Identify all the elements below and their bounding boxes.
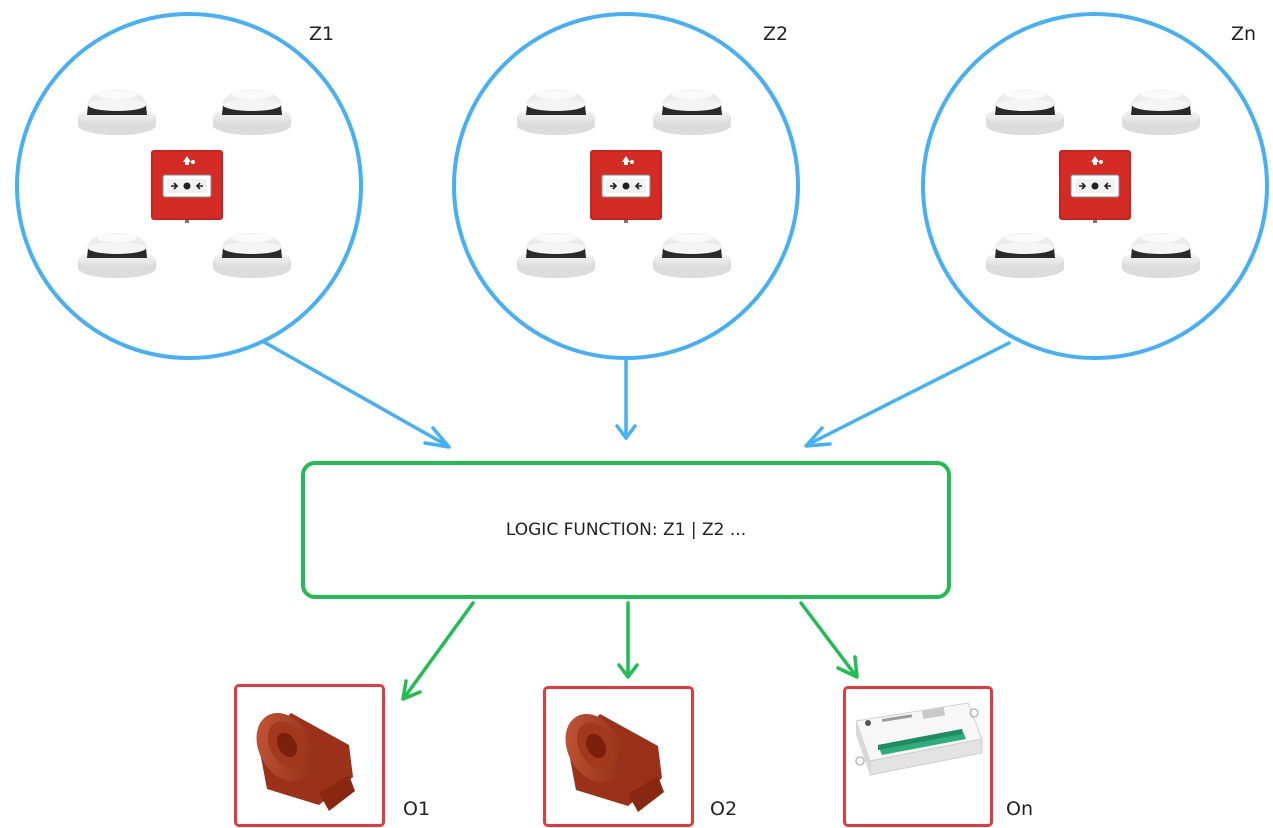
smoke-detector-icon [517, 90, 595, 135]
zone-label-zn: Zn [1231, 23, 1257, 45]
output-label-o2: O2 [710, 798, 738, 820]
output-box-on [843, 686, 993, 827]
smoke-detector-icon [213, 90, 291, 135]
smoke-detector-icon [78, 233, 156, 278]
output-label-on: On [1006, 798, 1033, 820]
sounder-icon [554, 704, 664, 812]
zone-circle-zn [921, 12, 1269, 360]
logic-function-box: LOGIC FUNCTION: Z1 | Z2 ... [301, 461, 951, 599]
relay-module-icon [855, 702, 983, 776]
smoke-detector-icon [986, 90, 1064, 135]
smoke-detector-icon [213, 233, 291, 278]
manual-call-point-icon [589, 149, 663, 224]
input-arrow-z1 [262, 340, 451, 449]
zone-label-z1: Z1 [309, 23, 335, 45]
smoke-detector-icon [1122, 233, 1200, 278]
output-arrow-o1 [401, 601, 475, 701]
manual-call-point-icon [150, 149, 224, 224]
smoke-detector-icon [517, 233, 595, 278]
output-box-o1 [234, 684, 385, 827]
zone-label-z2: Z2 [763, 23, 789, 45]
sounder-icon [245, 703, 355, 811]
smoke-detector-icon [653, 90, 731, 135]
manual-call-point-icon [1058, 149, 1132, 224]
output-label-o1: O1 [403, 798, 431, 820]
smoke-detector-icon [653, 233, 731, 278]
smoke-detector-icon [986, 233, 1064, 278]
input-arrow-z2 [615, 359, 637, 440]
output-arrow-o2 [617, 601, 639, 679]
output-arrow-on [799, 601, 859, 679]
smoke-detector-icon [78, 90, 156, 135]
logic-function-text: LOGIC FUNCTION: Z1 | Z2 ... [505, 520, 747, 540]
zone-circle-z2 [452, 12, 800, 360]
zone-circle-z1 [15, 12, 363, 360]
input-arrow-zn [804, 341, 1011, 448]
output-box-o2 [543, 686, 694, 827]
smoke-detector-icon [1122, 90, 1200, 135]
